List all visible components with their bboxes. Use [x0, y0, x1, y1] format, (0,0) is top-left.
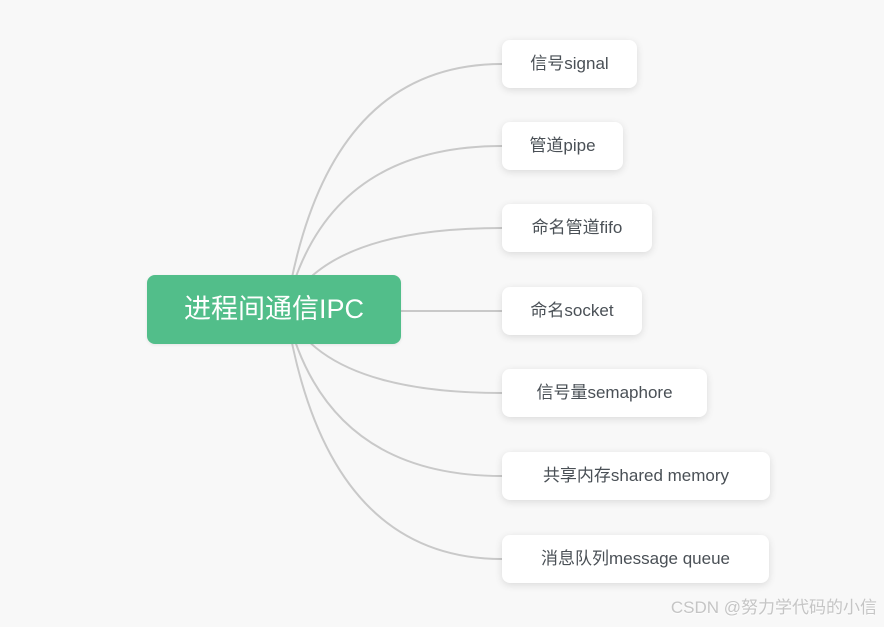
branch-node-fifo[interactable]: 命名管道fifo [502, 204, 652, 252]
branch-node-pipe[interactable]: 管道pipe [502, 122, 623, 170]
connector-curve-signal [285, 63, 503, 311]
branch-node-socket[interactable]: 命名socket [502, 287, 642, 335]
root-node-ipc[interactable]: 进程间通信IPC [147, 275, 401, 344]
connector-curve-shared-memory [285, 309, 503, 477]
connector-curve-pipe [285, 145, 503, 311]
connector-curve-message-queue [285, 309, 503, 560]
branch-node-shared-memory[interactable]: 共享内存shared memory [502, 452, 770, 500]
watermark: CSDN @努力学代码的小信 [670, 598, 877, 617]
branch-node-signal[interactable]: 信号signal [502, 40, 637, 88]
branch-node-message-queue[interactable]: 消息队列message queue [502, 535, 769, 583]
branch-node-semaphore[interactable]: 信号量semaphore [502, 369, 707, 417]
